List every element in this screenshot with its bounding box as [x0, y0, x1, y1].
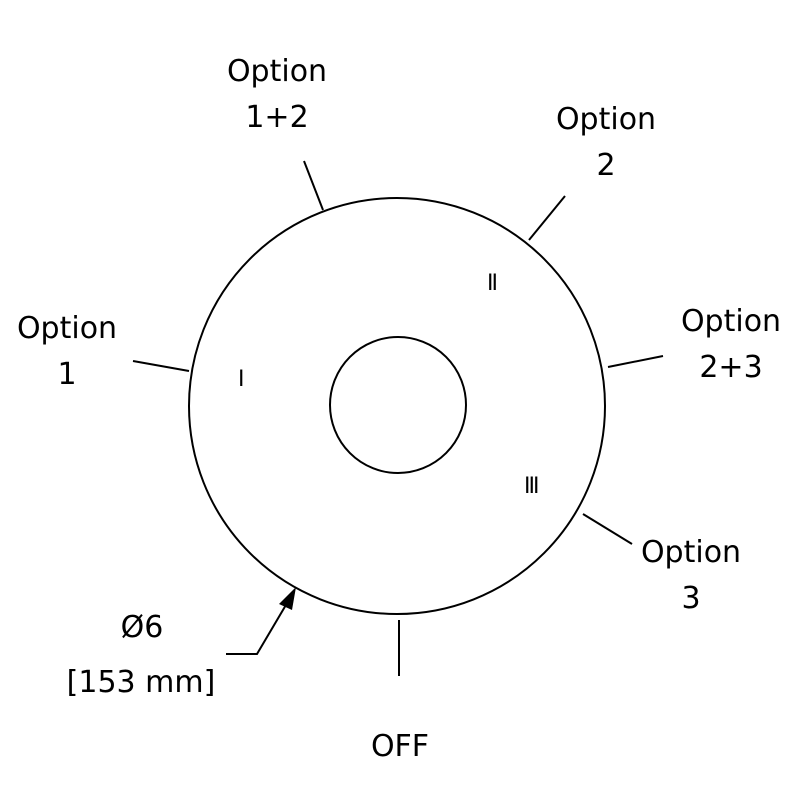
tick-option-2 — [528, 195, 566, 241]
dial-outer-circle — [188, 197, 606, 615]
dimension-leader — [226, 592, 294, 655]
tick-option-2-3 — [607, 355, 664, 368]
tick-option-3 — [582, 513, 633, 545]
dimension-arrowhead — [279, 587, 296, 610]
dimension-diameter: Ø6 — [120, 610, 164, 645]
tick-option-1-2 — [303, 160, 324, 211]
label-off: OFF — [370, 729, 430, 764]
dial-mark-i: I — [238, 367, 244, 392]
dial-mark-ii: II — [487, 271, 498, 296]
dial-center-hole — [329, 336, 467, 474]
dial-mark-iii: III — [524, 474, 540, 499]
dimension-metric: [153 mm] — [66, 665, 216, 700]
tick-option-1 — [132, 360, 190, 372]
